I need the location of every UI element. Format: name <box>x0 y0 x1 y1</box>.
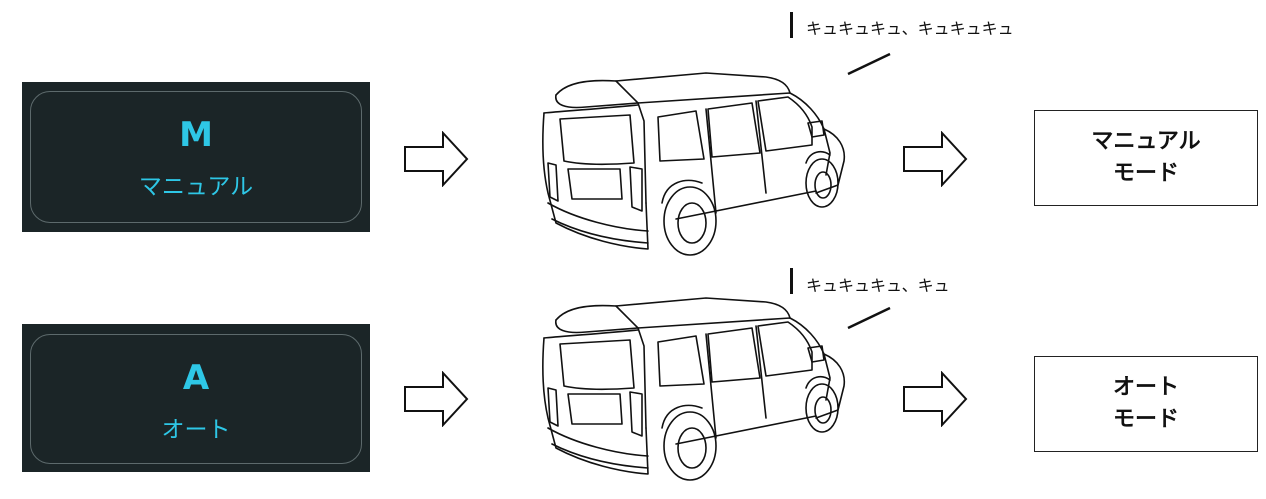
panel-frame: A オート <box>30 334 362 464</box>
right-outline-arrow-icon <box>403 371 469 427</box>
shift-panel-manual: M マニュアル <box>22 82 370 232</box>
panel-label: オート <box>161 417 231 443</box>
right-outline-arrow-icon <box>403 131 469 187</box>
mode-line-2: モード <box>1112 407 1179 432</box>
sound-line-icon <box>847 52 891 76</box>
sound-mark-icon <box>790 268 793 294</box>
right-outline-arrow-icon <box>902 371 968 427</box>
panel-letter: A <box>182 358 210 398</box>
sound-line-icon <box>847 306 891 330</box>
mode-box-auto: オート モード <box>1034 356 1258 452</box>
mode-line-2: モード <box>1112 161 1179 186</box>
mode-line-1: オート <box>1112 375 1179 400</box>
sound-label: キュキュキュ、キュキュキュ <box>806 19 1014 38</box>
panel-frame: M マニュアル <box>30 91 362 223</box>
mode-box-manual: マニュアル モード <box>1034 110 1258 206</box>
mode-line-1: マニュアル <box>1091 129 1201 154</box>
right-outline-arrow-icon <box>902 131 968 187</box>
panel-label: マニュアル <box>138 174 254 200</box>
panel-letter: M <box>179 115 213 155</box>
sound-label: キュキュキュ、キュ <box>806 276 950 295</box>
shift-panel-auto: A オート <box>22 324 370 472</box>
sound-mark-icon <box>790 12 793 38</box>
minivan-rear-icon <box>526 43 846 273</box>
minivan-rear-icon <box>526 268 846 498</box>
